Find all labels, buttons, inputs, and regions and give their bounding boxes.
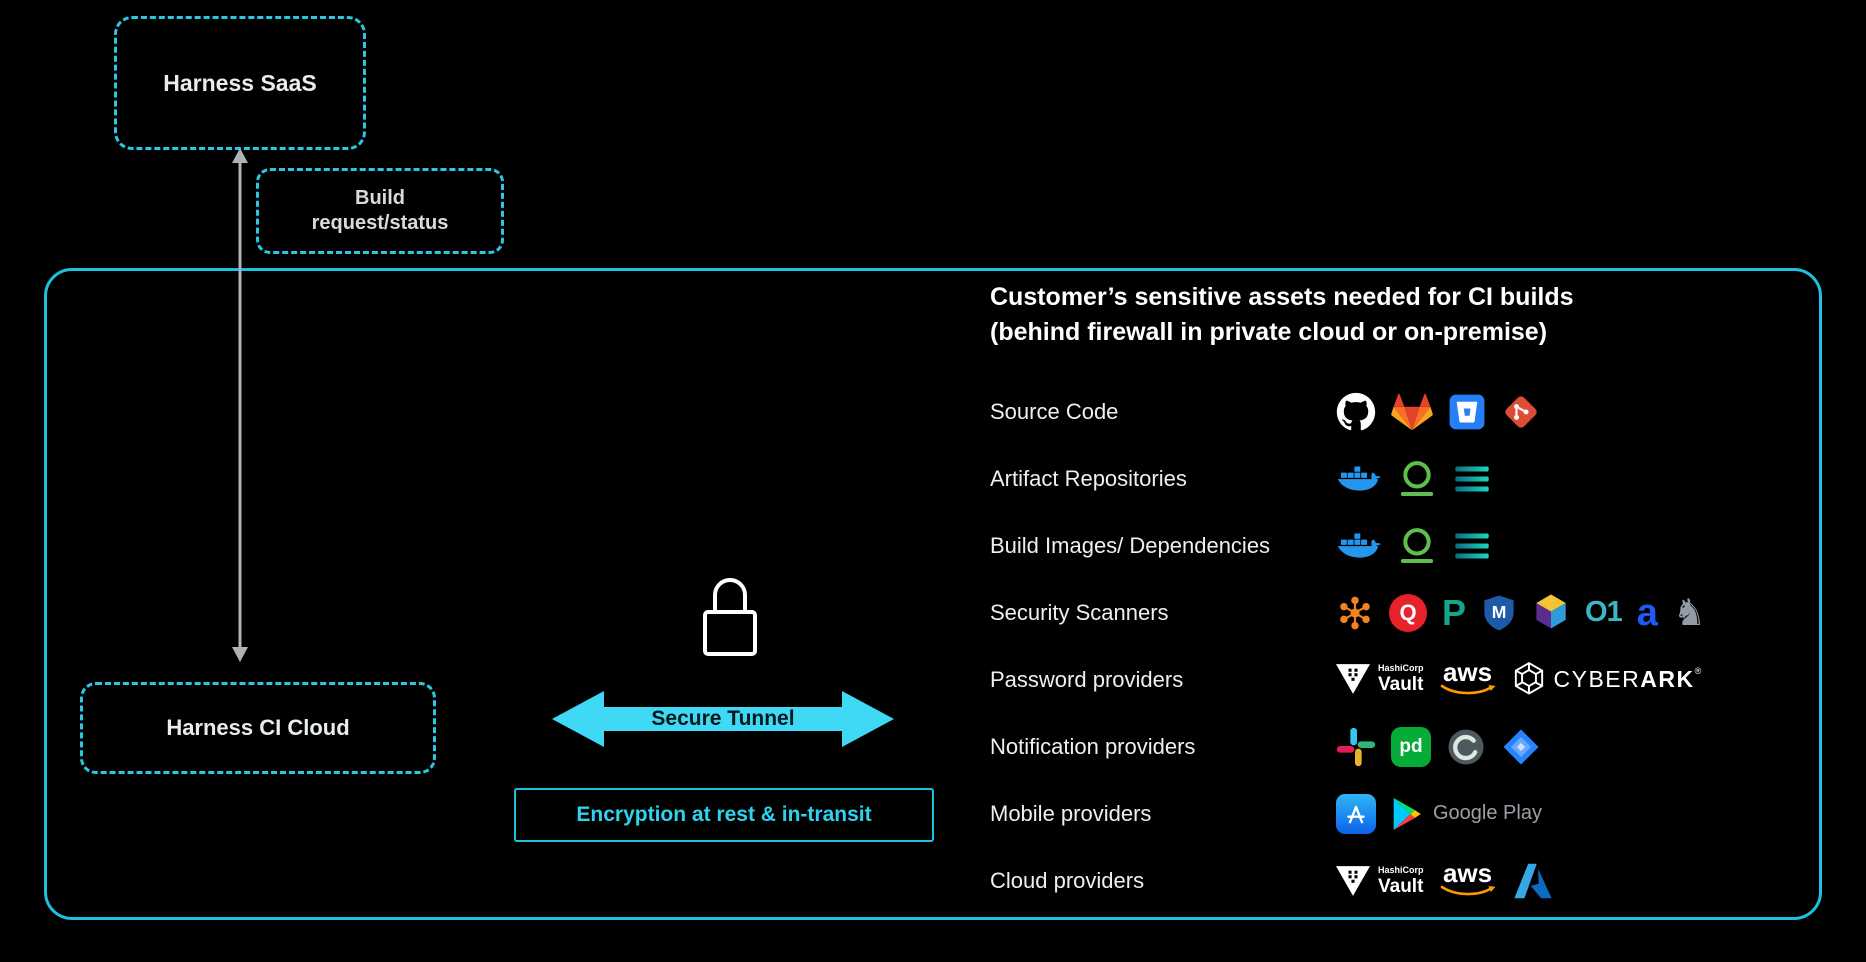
harness-ci-cloud-node: Harness CI Cloud [80,682,436,774]
assets-panel: Source Code [990,378,1830,914]
pd-letters: pd [1399,736,1423,757]
slack-icon [1336,727,1376,766]
row-label-security-scanners: Security Scanners [990,599,1169,625]
azure-icon [1513,863,1552,898]
cyberark-wordmark: CYBERARK® [1554,666,1702,693]
aws-wordmark: aws [1442,857,1493,888]
vault-icon [1336,664,1370,695]
asset-row-security-scanners: Security Scanners Q P [990,579,1830,646]
secure-tunnel-arrow: Secure Tunnel [552,686,894,752]
asset-row-artifact-repositories: Artifact Repositories [990,445,1830,512]
build-request-label: Build request/status [311,187,449,234]
vault-wordmark: HashiCorp Vault [1378,864,1424,897]
ark-text: ARK [1640,665,1695,692]
mobile-provider-icons: Google Play [1336,793,1542,834]
q-letter: Q [1399,599,1417,625]
assets-title-line1: Customer’s sensitive assets needed for C… [990,283,1574,311]
build-request-node: Build request/status [256,168,504,254]
row-label-source-code: Source Code [990,398,1119,424]
stacked-lines-icon [1455,533,1489,558]
qualys-icon: Q [1389,593,1427,632]
secure-tunnel-label: Secure Tunnel [651,707,795,730]
lock-icon [703,578,757,656]
harness-saas-label: Harness SaaS [163,69,317,96]
registry-ring-icon [1400,527,1434,563]
row-label-password-providers: Password providers [990,666,1184,692]
artifact-repository-icons [1336,459,1492,499]
cube-scanner-icon [1536,594,1566,628]
knight-shield-icon: ♞ [1672,592,1707,633]
aws-wordmark: aws [1442,656,1493,687]
pagerduty-icon: pd [1391,726,1431,767]
m-letter: M [1492,602,1507,622]
chat-circle-icon [1448,729,1484,764]
google-play-label: Google Play [1433,802,1542,824]
aws-logo: aws [1439,656,1497,698]
tunnel-arrow-shape [552,691,894,747]
password-provider-icons: HashiCorp Vault aws [1336,656,1702,698]
asset-row-notification-providers: Notification providers pd [990,713,1830,780]
vault-icon [1336,865,1370,896]
row-label-artifact-repositories: Artifact Repositories [990,465,1187,491]
registered-mark: ® [1694,665,1702,676]
row-label-mobile-providers: Mobile providers [990,800,1152,826]
cloud-provider-icons: HashiCorp Vault aws [1336,857,1554,900]
registry-ring-icon [1400,460,1434,496]
row-label-notification-providers: Notification providers [990,733,1196,759]
harness-saas-node: Harness SaaS [114,16,366,150]
aqua-icon: a [1636,591,1658,634]
harness-ci-cloud-label: Harness CI Cloud [166,715,350,740]
encryption-label: Encryption at rest & in-transit [576,803,872,826]
security-scanner-icons: Q P M O1 a ♞ [1336,593,1706,633]
build-image-icons [1336,526,1492,566]
encryption-node: Encryption at rest & in-transit [514,788,934,842]
stacked-lines-icon [1455,466,1489,491]
row-label-build-images: Build Images/ Dependencies [990,532,1271,558]
source-code-icons [1336,392,1541,432]
vault-wordmark: HashiCorp Vault [1378,663,1424,696]
notification-provider-icons: pd [1336,726,1541,767]
asset-row-build-images: Build Images/ Dependencies [990,512,1830,579]
gitlab-icon [1391,393,1433,430]
docker-icon [1337,466,1381,491]
hashicorp-label: HashiCorp [1378,663,1424,674]
google-play-logo: Google Play [1391,796,1542,832]
hashicorp-vault-logo: HashiCorp Vault [1336,864,1424,897]
github-icon [1336,392,1376,430]
cyberark-icon [1514,662,1543,696]
aws-logo: aws [1439,857,1497,899]
hashicorp-label: HashiCorp [1378,864,1424,875]
jira-icon [1503,729,1539,764]
row-label-cloud-providers: Cloud providers [990,867,1145,893]
cyberark-logo: CYBERARK® [1512,661,1702,697]
vault-label: Vault [1378,674,1424,696]
network-scanner-icon [1340,596,1370,629]
hashicorp-vault-logo: HashiCorp Vault [1336,664,1424,694]
app-store-a-glyph [1347,805,1365,823]
asset-row-cloud-providers: Cloud providers HashiCorp Vault [990,847,1830,914]
saas-to-cloud-arrow [232,148,248,662]
vault-label: Vault [1378,875,1424,897]
aws-smile-icon [1440,684,1496,695]
app-store-icon [1336,793,1376,834]
assets-title-line2: (behind firewall in private cloud or on-… [990,317,1548,346]
asset-row-source-code: Source Code [990,378,1830,445]
aws-smile-icon [1440,885,1496,896]
assets-title: Customer’s sensitive assets needed for C… [990,280,1820,349]
shield-m-scanner-icon: M [1484,594,1514,631]
cyber-text: CYBER [1553,665,1641,692]
bitbucket-icon [1449,394,1485,429]
letter-p-scanner-icon: P [1442,591,1467,633]
asset-row-mobile-providers: Mobile providers Google Play [990,780,1830,847]
git-icon [1505,395,1537,428]
docker-icon [1337,533,1381,558]
google-play-icon [1393,797,1421,830]
o1-scanner-icon: O1 [1585,596,1623,628]
asset-row-password-providers: Password providers HashiCorp Vault [990,646,1830,713]
